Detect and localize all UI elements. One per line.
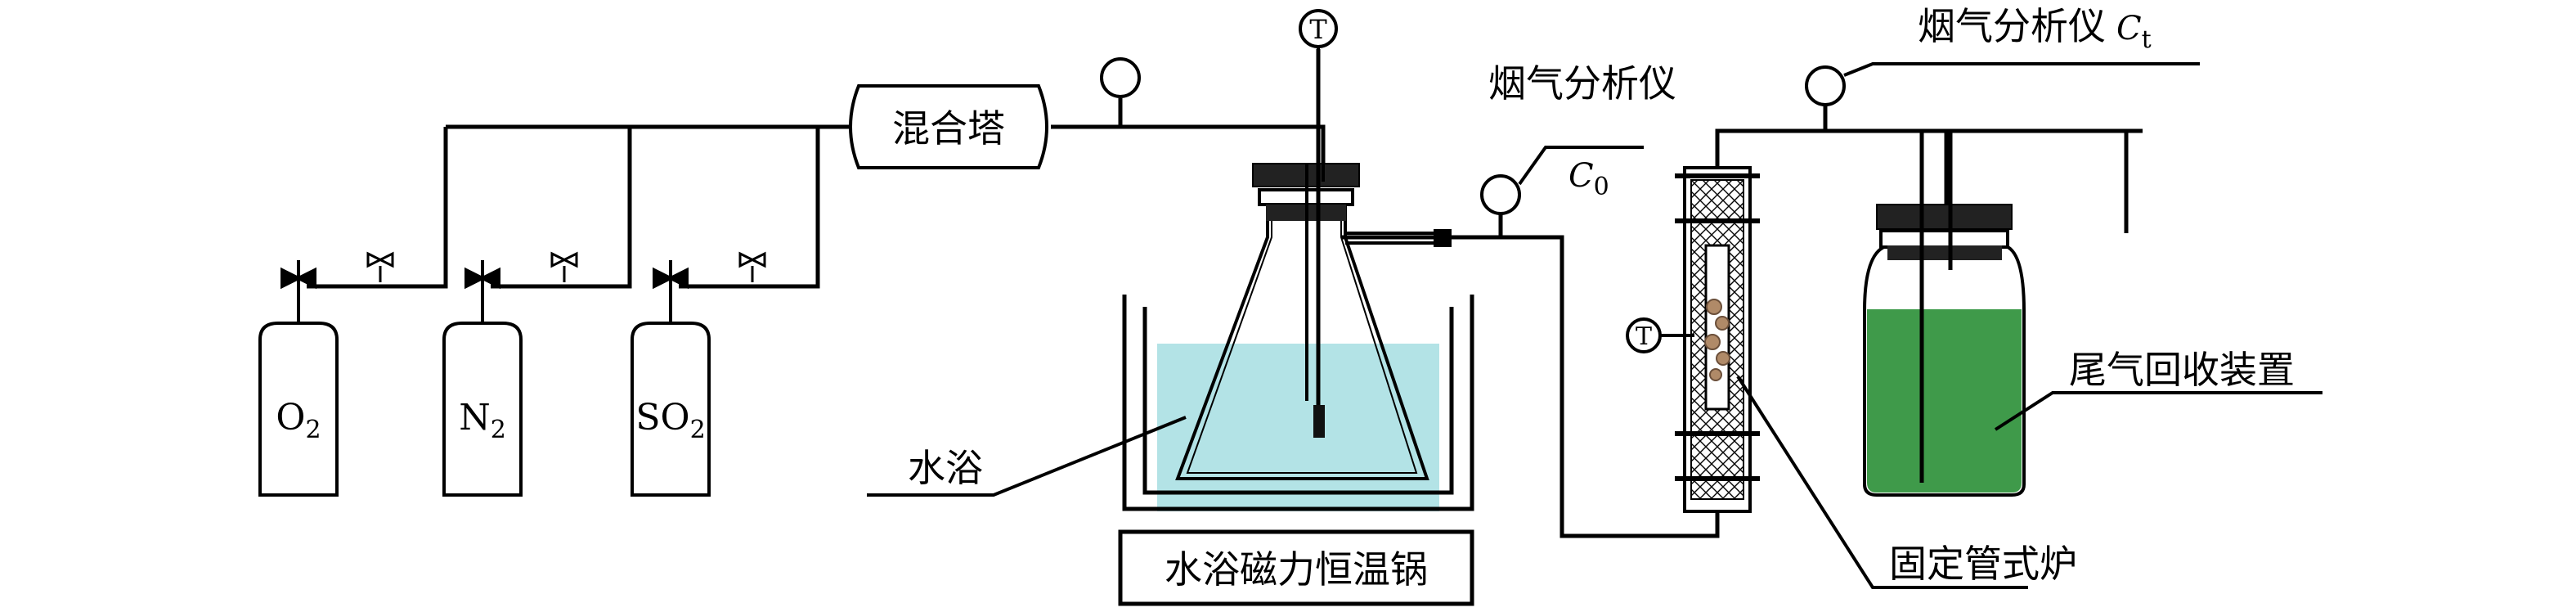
cylinder-o2 [258,260,339,497]
inlet-analyzer-label: 烟气分析仪 [1488,61,1676,106]
water-bath-leader [867,416,1187,497]
mixing-tower: 混合塔 [849,84,1048,169]
cylinder-o2-label: O2 [276,397,321,444]
tail-gas-leader [1994,391,2322,431]
outlet-analyzer-gauge [1805,65,1846,106]
valve-n2-feed [550,251,578,282]
magnetic-bath-base: 水浴磁力恒温锅 [1118,529,1474,606]
absorber-liquid [1867,309,2022,493]
inlet-analyzer-gauge [1480,174,1521,215]
thermometer-symbol: T [1309,14,1327,45]
catalyst-bed [1704,299,1730,381]
water-bath-water [1157,344,1439,511]
gas-cylinders [258,260,711,497]
outlet-analyzer-leader [1843,62,2200,77]
furnace-thermometer-icon [1626,317,1662,353]
pressure-gauge-mixer [1100,57,1141,98]
valve-so2-feed [738,251,766,282]
furnace-flanges [1675,173,1760,481]
inlet-analyzer-leader [1518,146,1644,186]
tube-furnace-label: 固定管式炉 [1889,542,2077,586]
magnetic-bath-label: 水浴磁力恒温锅 [1165,547,1428,592]
outlet-analyzer-label: 烟气分析仪 [1918,4,2106,48]
valve-o2-feed [366,251,394,282]
thermometer-dial-icon [1299,9,1338,48]
absorber-bottle [1863,204,2026,497]
furnace-thermocouple: T [1626,317,1694,353]
feed-valves [366,251,766,282]
cylinder-so2-label: SO2 [635,397,705,444]
cylinder-n2 [442,260,523,497]
flask-side-arm [1345,229,1452,247]
temperature-probe: T [1299,9,1338,438]
mixing-tower-label: 混合塔 [892,106,1005,151]
tail-gas-label: 尾气回收装置 [2069,348,2295,392]
tube-furnace-leader [1736,375,2028,589]
outlet-analyzer-symbol: Ct [2116,10,2152,54]
inlet-analyzer-symbol: C0 [1568,157,1609,201]
furnace-thermometer-symbol: T [1636,322,1652,351]
water-bath-label: 水浴 [908,446,983,490]
cylinder-so2 [631,260,711,497]
tube-furnace [1675,166,1760,513]
cylinder-n2-label: N2 [459,397,506,444]
